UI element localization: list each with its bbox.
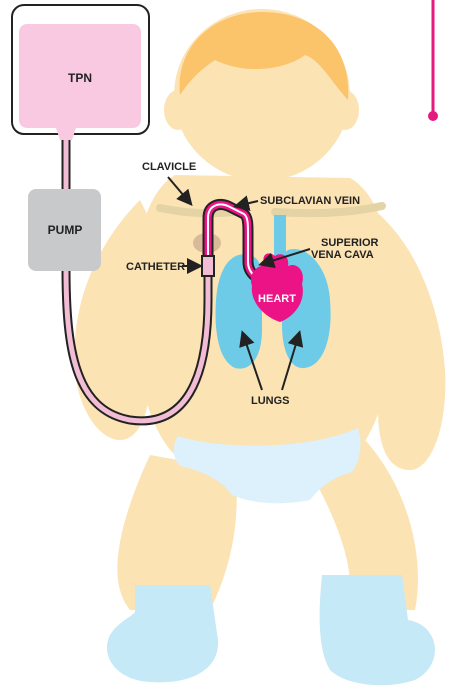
- svc-label-line2: VENA CAVA: [311, 249, 374, 261]
- pump-device: PUMP: [28, 189, 101, 271]
- left-ear: [164, 90, 192, 130]
- right-bootie: [320, 575, 435, 685]
- subclavian-vein-label: SUBCLAVIAN VEIN: [260, 195, 360, 207]
- catheter-label: CATHETER: [126, 261, 185, 273]
- heart-label: HEART: [258, 293, 296, 305]
- catheter-tip: [202, 256, 214, 276]
- lungs-label: LUNGS: [251, 395, 290, 407]
- clavicle-label: CLAVICLE: [142, 161, 196, 173]
- svc-label-line1: SUPERIOR: [321, 237, 379, 249]
- tpn-label: TPN: [68, 71, 92, 85]
- accent-bar: [428, 0, 438, 121]
- booties: [107, 575, 435, 685]
- tpn-bag: TPN: [12, 5, 149, 140]
- pump-label: PUMP: [48, 223, 83, 237]
